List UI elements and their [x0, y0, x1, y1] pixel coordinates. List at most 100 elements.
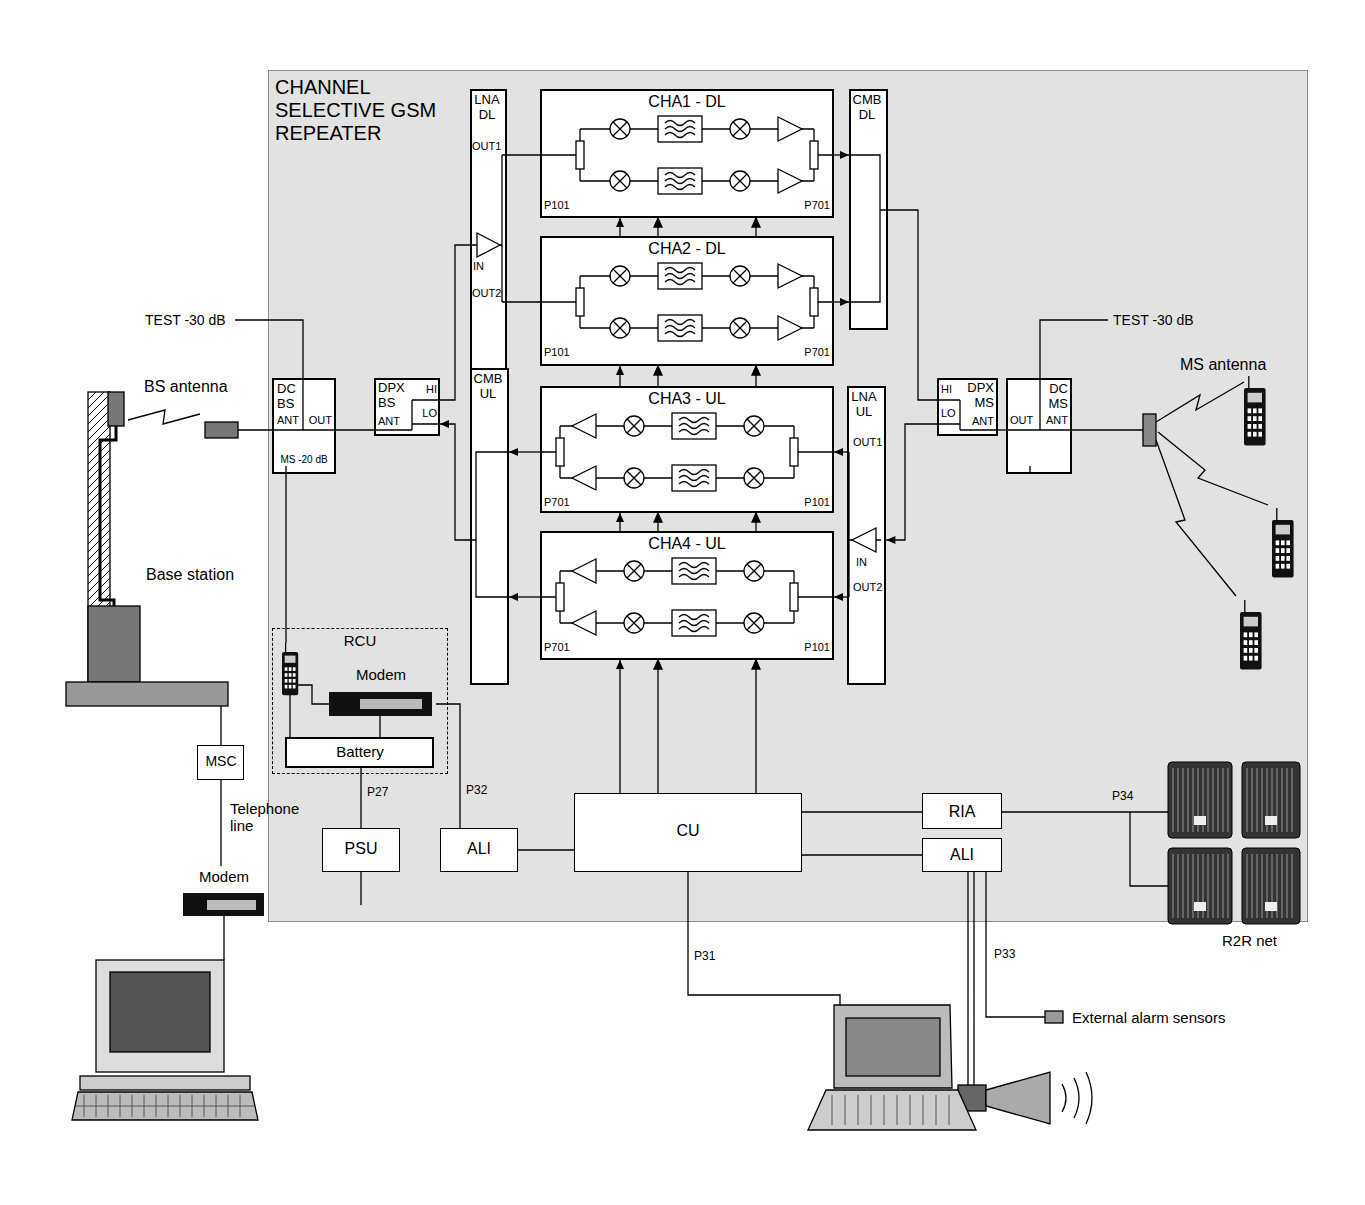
phone-key — [289, 673, 292, 677]
phone-key — [1286, 540, 1290, 545]
arrowhead — [834, 448, 843, 456]
connector-line — [507, 301, 540, 302]
channel-box: CHA4 - ULP701P101 — [540, 531, 834, 660]
block-title: CMB DL — [850, 93, 884, 123]
mobile-phone — [1272, 520, 1294, 578]
connector — [286, 474, 287, 628]
port-label: P101 — [804, 641, 830, 654]
repeater-unit — [1168, 762, 1232, 838]
port-label: OUT2 — [472, 287, 501, 300]
connector — [336, 430, 374, 431]
port-label: OUT — [309, 414, 332, 427]
phone-antenna — [1244, 600, 1245, 612]
combiner-box: CMB UL — [470, 368, 509, 685]
phone-key — [293, 685, 296, 689]
computer-base — [80, 1076, 250, 1090]
port-label: LO — [941, 407, 956, 420]
sound-waves — [1062, 1072, 1092, 1124]
connector — [834, 593, 847, 601]
wire — [849, 155, 886, 302]
annotation-label: TEST -30 dB — [145, 312, 226, 328]
connector — [616, 366, 624, 386]
modem-device — [183, 893, 264, 916]
base-station-cabinet — [88, 606, 140, 682]
arrowhead — [752, 366, 760, 375]
phone-key — [1281, 564, 1285, 569]
phone-key — [1276, 564, 1280, 569]
amplifier — [778, 264, 802, 288]
annotation-label: P33 — [994, 948, 1015, 962]
filter-wave — [679, 563, 709, 580]
cooling-fins — [1173, 768, 1228, 832]
amplifier — [572, 559, 596, 583]
amplifier — [778, 316, 802, 340]
phone-key — [1244, 632, 1248, 637]
phone-key — [1286, 564, 1290, 569]
radio-link — [1156, 382, 1268, 596]
logo-plate — [1194, 902, 1206, 911]
mixer — [610, 119, 630, 139]
mixer-cross — [733, 174, 747, 188]
combiner — [810, 288, 818, 316]
block-title: CHA2 - DL — [648, 240, 725, 258]
mixer — [624, 416, 644, 436]
phone-key — [1254, 632, 1258, 637]
arrowhead — [654, 660, 662, 669]
mixer — [730, 171, 750, 191]
port-label: HI — [941, 383, 952, 396]
mixer-cross — [747, 564, 761, 578]
phone-key — [1244, 648, 1248, 653]
mixer-cross — [627, 419, 641, 433]
splitter — [576, 141, 584, 169]
cooling-fins — [1173, 854, 1228, 918]
amplifier — [778, 169, 802, 193]
connector — [616, 218, 624, 236]
block-internals — [849, 89, 886, 330]
filter-wave — [679, 418, 709, 435]
phone-key — [285, 685, 288, 689]
block-internals — [847, 386, 881, 685]
phone-key — [1248, 432, 1252, 437]
block-title: LNA UL — [848, 390, 880, 420]
port-label: ANT — [378, 415, 400, 428]
block-title: Modem — [199, 868, 249, 885]
phone-key — [1286, 548, 1290, 553]
connector — [888, 210, 937, 400]
arrowhead — [616, 660, 624, 669]
connector — [834, 298, 849, 306]
wire — [540, 301, 580, 302]
logo-plate — [1194, 816, 1206, 825]
port-label: OUT — [1010, 414, 1033, 427]
arrowhead — [509, 448, 518, 456]
block-title: DC BS — [277, 382, 301, 412]
connector-line — [436, 704, 460, 828]
mixer-cross — [733, 122, 747, 136]
connector-line — [507, 154, 540, 155]
wire — [794, 596, 834, 597]
phone-key — [1244, 656, 1248, 661]
port-label: P101 — [544, 346, 570, 359]
annotation-label: Base station — [146, 566, 234, 584]
switching-centre-box: MSC — [197, 745, 244, 780]
block-title: CHA1 - DL — [648, 93, 725, 111]
phone-key — [1254, 648, 1258, 653]
phone-key — [1249, 640, 1253, 645]
amplifier — [477, 233, 500, 257]
filter-wave — [665, 320, 695, 337]
coupler-box: DC MSOUTANT — [1006, 378, 1072, 474]
phone-key — [1253, 424, 1257, 429]
phone-key — [293, 673, 296, 677]
arrowhead — [886, 536, 895, 544]
filter-wave — [665, 268, 695, 285]
connector — [802, 855, 922, 856]
wire — [272, 378, 336, 474]
connector-line — [220, 780, 221, 866]
mixer-cross — [747, 471, 761, 485]
mixer — [744, 613, 764, 633]
mixer — [624, 468, 644, 488]
horn — [986, 1072, 1050, 1124]
connector-line — [998, 429, 1006, 430]
annotation-label: P31 — [694, 950, 715, 964]
keys — [76, 1095, 949, 1125]
phone-screen — [1276, 525, 1290, 535]
